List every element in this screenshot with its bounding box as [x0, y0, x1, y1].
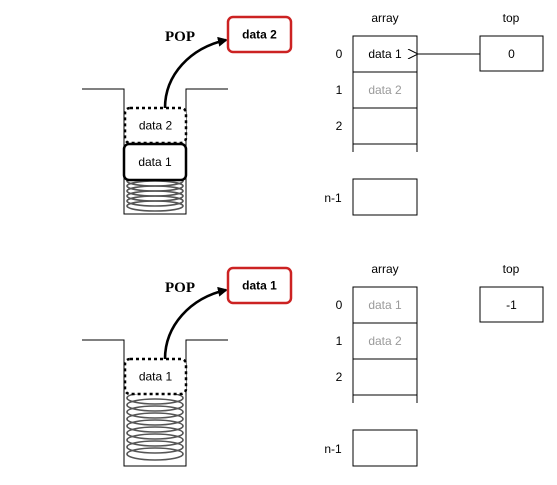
array-index-0: 0: [336, 47, 343, 61]
spring-icon: [126, 391, 184, 461]
array-index-2: 2: [336, 119, 343, 133]
stack-item-top: [123, 357, 188, 396]
array-index-0: 0: [336, 298, 343, 312]
pop-label: POP: [165, 280, 195, 296]
array-index-2: 2: [336, 370, 343, 384]
array-cell-2: [352, 358, 418, 396]
array-cell-1-value: data 2: [368, 83, 402, 97]
popped-item-label: data 2: [242, 28, 277, 42]
popped-item-box: [226, 266, 293, 305]
array-cell-1-value: data 2: [368, 334, 402, 348]
array-index-1: 1: [336, 334, 343, 348]
stack-container: [82, 339, 228, 467]
array-cell-last: [352, 178, 418, 216]
top-title: top: [503, 262, 520, 276]
stack-container: [82, 88, 228, 215]
array-index-last: n-1: [324, 191, 342, 205]
array-title: array: [371, 11, 398, 25]
array-cell-0-value: data 1: [368, 298, 402, 312]
pop-arrow: [163, 36, 228, 109]
pop-arrow: [163, 286, 228, 360]
array-cell-last: [352, 429, 418, 467]
top-value: -1: [506, 298, 517, 312]
array-index-last: n-1: [324, 442, 342, 456]
stack-item-top-label: data 2: [139, 119, 173, 133]
top-box: [479, 35, 544, 72]
array-cell-2: [352, 107, 418, 145]
array-cell-1: [352, 322, 418, 360]
diagram-1: POP data 2 data 2 data 1 array data 1: [82, 11, 544, 216]
diagram-2: POP data 1 data 1 array data 1 data 2: [82, 262, 544, 467]
array-cell-0-value: data 1: [368, 47, 402, 61]
stack-item-top-label: data 1: [139, 370, 173, 384]
array-title: array: [371, 262, 398, 276]
stack-item-bottom: [122, 142, 188, 182]
top-title: top: [503, 11, 520, 25]
array-index-1: 1: [336, 83, 343, 97]
popped-item-box: [226, 15, 293, 54]
stack-item-bottom-label: data 1: [138, 155, 172, 169]
popped-item-label: data 1: [242, 279, 277, 293]
top-box: [479, 286, 544, 323]
pop-label: POP: [165, 29, 195, 45]
top-value: 0: [508, 47, 515, 61]
